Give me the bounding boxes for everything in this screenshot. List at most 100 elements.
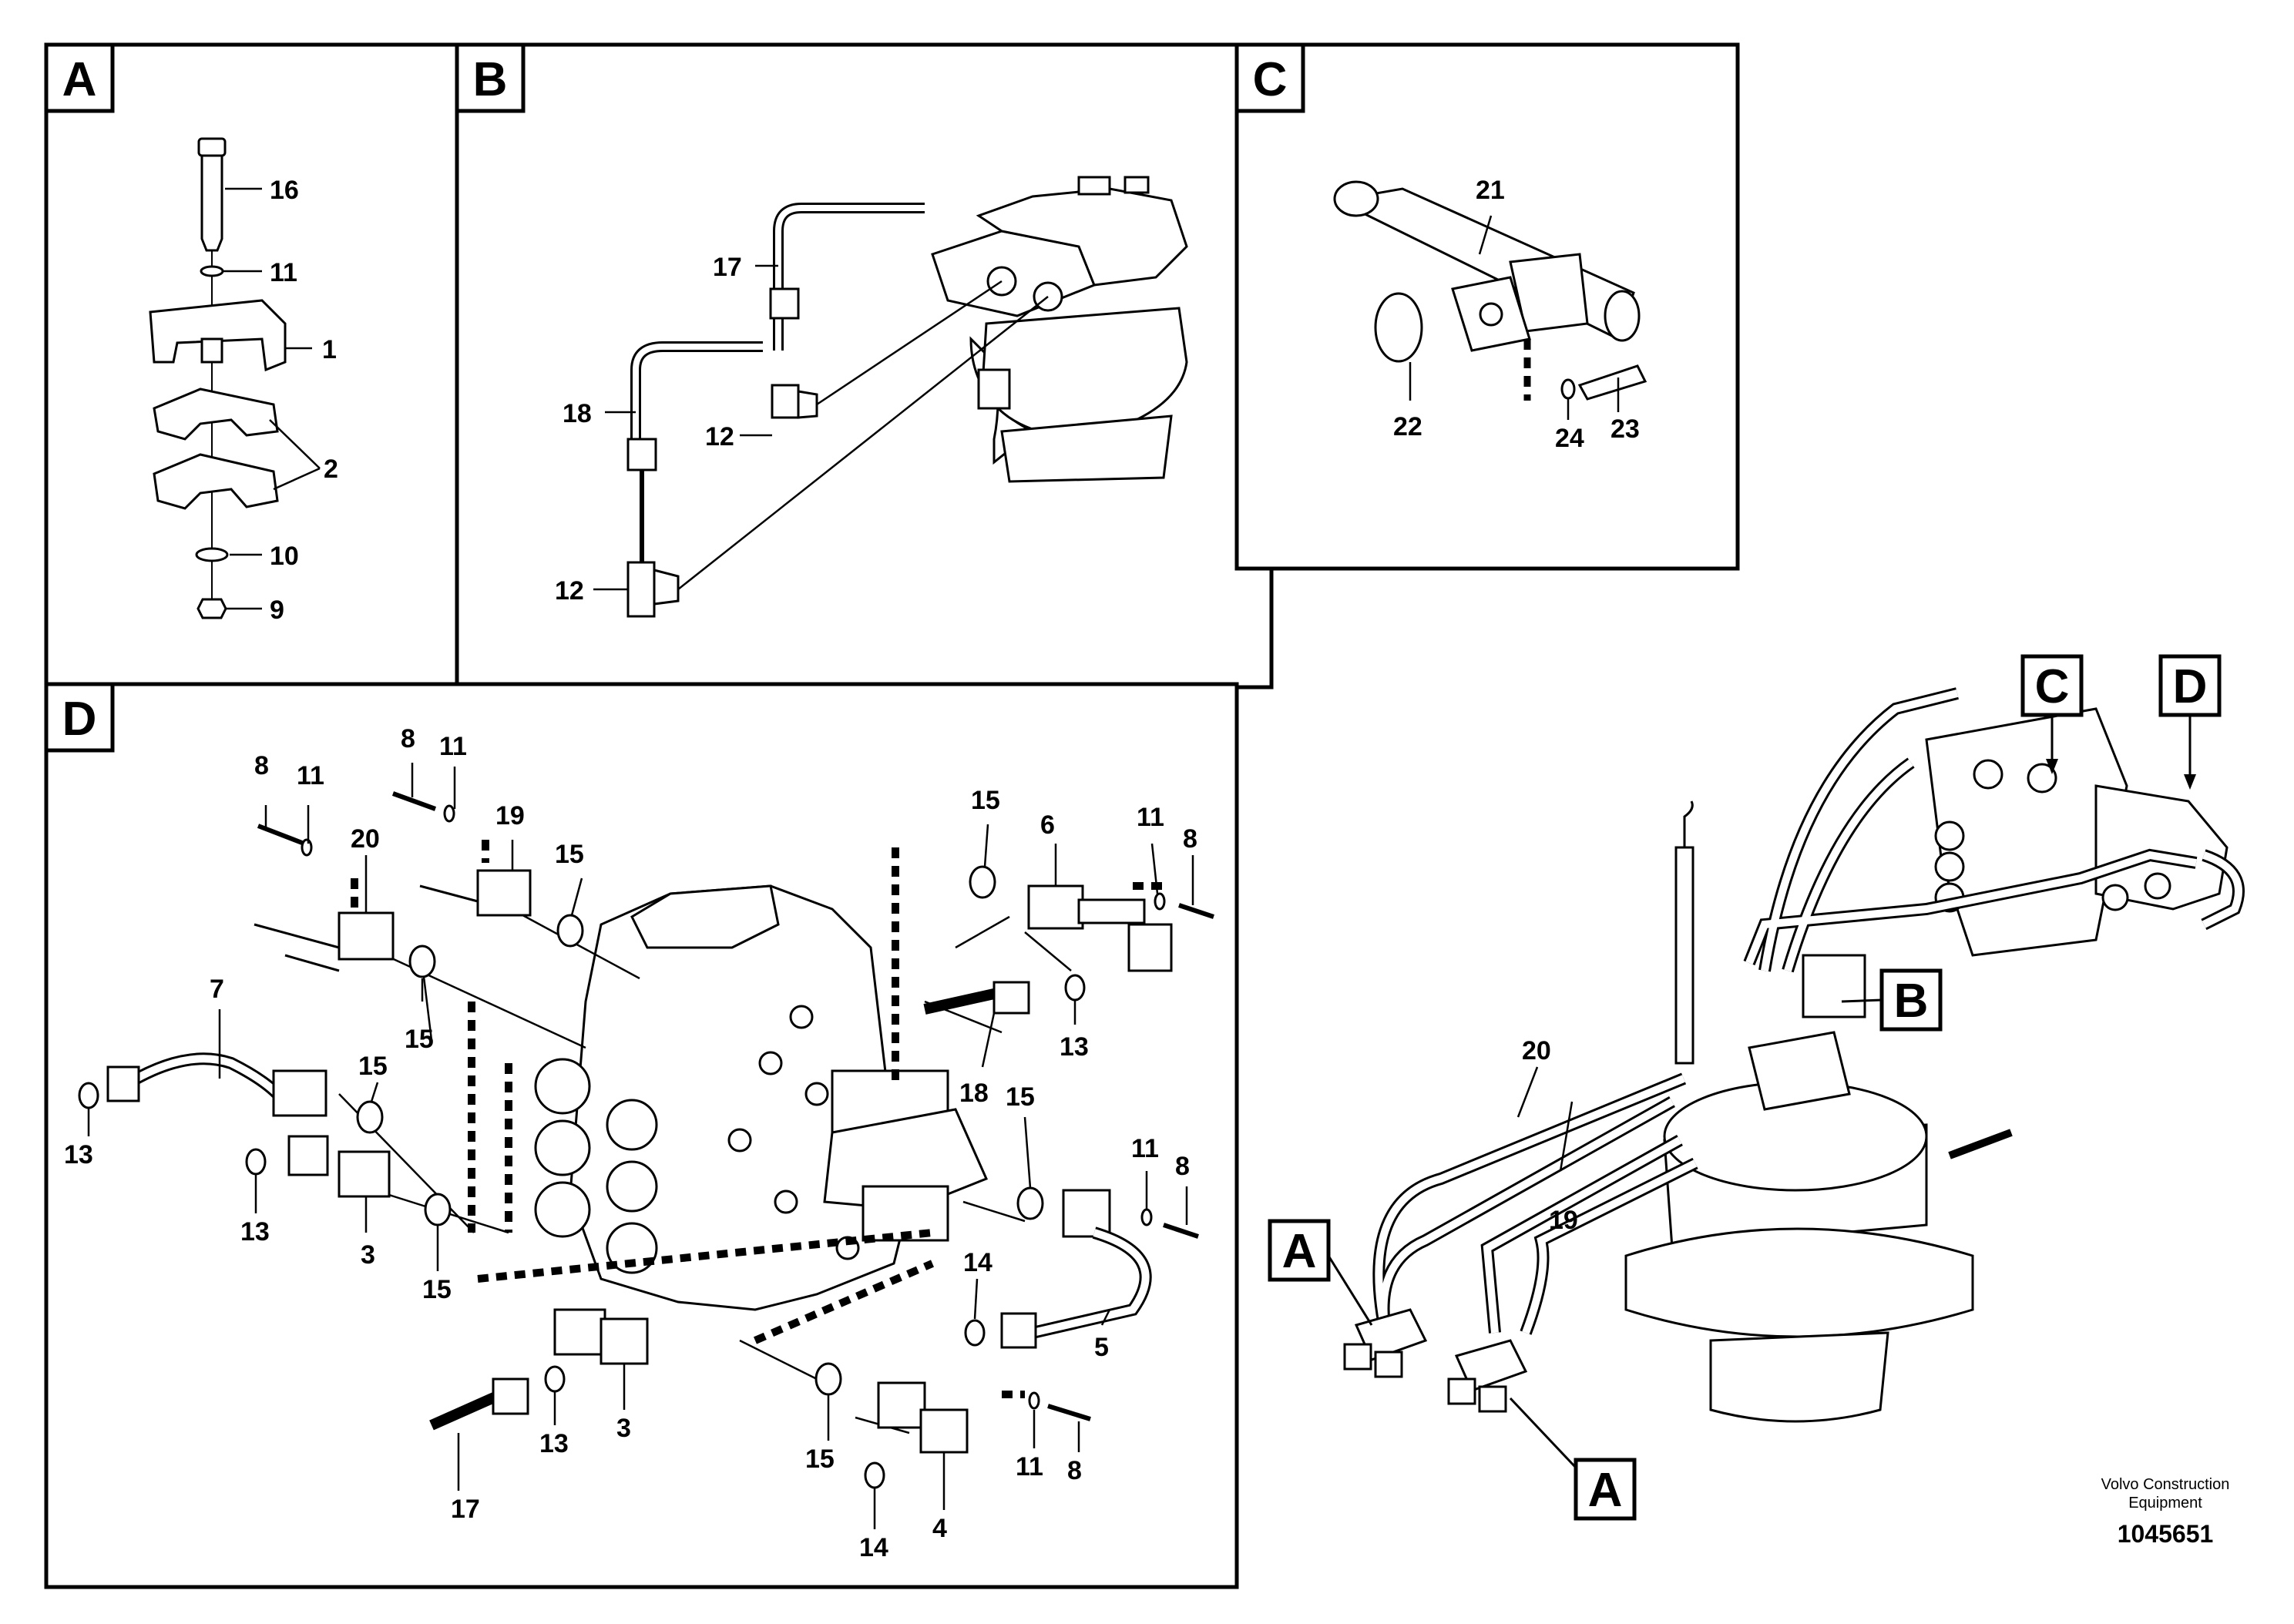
callout-a-11: 11: [270, 258, 297, 287]
overview-clamps: [1343, 1308, 1528, 1413]
callout-d-15-b: 15: [555, 840, 584, 869]
o-ring-15-c: [356, 1100, 384, 1134]
o-ring-15-b: [556, 914, 584, 948]
overview-swing-gear: [1709, 1331, 1889, 1423]
callout-d-20: 20: [351, 824, 380, 854]
overview-tag-b-letter: B: [1894, 975, 1929, 1028]
panel-b-drawing: [626, 176, 1188, 618]
callout-overview-20: 20: [1522, 1036, 1551, 1065]
overview-swing-motor: [1748, 1031, 1851, 1111]
overview-tag-d-letter: D: [2173, 660, 2208, 713]
overview-tag-a-lower-letter: A: [1588, 1464, 1623, 1517]
flange-6: [1027, 884, 1084, 930]
panel-a-drawing: [149, 137, 287, 619]
callout-d-8-a: 8: [254, 751, 269, 780]
o-ring-22: [1374, 292, 1423, 363]
overview-drawing: [1624, 707, 2229, 1423]
overview-tag-c-letter: C: [2035, 660, 2070, 713]
callout-d-15-e: 15: [971, 786, 1000, 815]
control-valve-block: [569, 884, 989, 1311]
overview-leaders: [1516, 1066, 1574, 1172]
callout-d-8-c: 8: [1183, 824, 1197, 854]
panel-frames: [44, 42, 1740, 1589]
overview-hoses-inner: [1375, 690, 2242, 1342]
callout-d-13-b: 13: [240, 1217, 270, 1247]
overview-callouts: 20 19: [1522, 1036, 1578, 1235]
manufacturer-label: Volvo Construction Equipment: [2101, 1476, 2230, 1512]
callout-d-19: 19: [495, 801, 525, 830]
callout-c-21: 21: [1476, 176, 1505, 205]
callout-d-18: 18: [959, 1079, 989, 1108]
callout-d-8-b: 8: [401, 724, 415, 753]
callout-d-11-b: 11: [439, 732, 467, 761]
overview-tag-a-lower: A: [1509, 1397, 1637, 1521]
callout-c-22: 22: [1393, 412, 1422, 441]
panel-d-dashed-leaders: [351, 840, 1164, 1398]
elbow-13: [287, 1135, 329, 1176]
bolt-8-c: [1178, 903, 1214, 919]
washer-11-a: [301, 838, 313, 857]
callout-d-11-a: 11: [297, 761, 324, 790]
bolt-8-e: [1047, 1404, 1091, 1421]
panel-c-leaders: [1409, 215, 1620, 420]
callout-d-15-f: 15: [1006, 1082, 1035, 1112]
washer-10: [195, 547, 229, 562]
flange-4: [877, 1381, 926, 1429]
callout-d-7: 7: [210, 975, 224, 1004]
washer-11: [200, 265, 224, 277]
washer-11-d: [1140, 1208, 1153, 1226]
washer-11-e: [1028, 1391, 1040, 1410]
panel-c-drawing: [1333, 180, 1647, 401]
o-ring-15-d: [424, 1193, 452, 1226]
callout-d-5: 5: [1094, 1333, 1109, 1362]
o-ring-15-f: [1016, 1186, 1044, 1220]
bolt-23: [1577, 364, 1647, 401]
callout-d-6: 6: [1040, 810, 1055, 840]
panel-d-letter: D: [62, 693, 97, 746]
callout-a-1: 1: [322, 335, 337, 364]
callout-d-8-d: 8: [1175, 1152, 1190, 1181]
callout-b-12-upper: 12: [705, 422, 734, 451]
callout-d-13-d: 13: [539, 1429, 569, 1458]
motor-side-block: [977, 368, 1011, 410]
panel-b-tag: B: [455, 42, 526, 113]
flange-20: [338, 911, 395, 961]
overview-tag-b: B: [1841, 968, 1943, 1032]
callout-d-4: 4: [932, 1514, 947, 1543]
clamp-half-2b: [153, 453, 279, 510]
bolt-8-a: [257, 824, 304, 845]
o-ring-15-g: [814, 1362, 842, 1396]
drawing-id: 1045651: [2117, 1520, 2214, 1548]
overview-swing-flange: [1624, 1227, 1974, 1338]
o-ring-13-a: [78, 1082, 99, 1109]
callout-d-13-c: 13: [1060, 1032, 1089, 1062]
callout-d-14-b: 14: [859, 1533, 888, 1562]
callout-d-11-c: 11: [1137, 803, 1164, 832]
o-ring-14-a: [964, 1319, 986, 1347]
clamp-half-2a: [153, 388, 279, 441]
callout-b-17: 17: [713, 253, 742, 282]
callout-d-17: 17: [451, 1495, 480, 1524]
hose-18: [923, 988, 996, 1015]
callout-c-23: 23: [1611, 414, 1640, 444]
bolt-16: [200, 145, 223, 252]
panel-d-tag: D: [44, 682, 115, 753]
panel-a-letter: A: [62, 53, 97, 106]
drawing-footer: Volvo Construction Equipment 1045651: [2065, 1475, 2265, 1549]
o-ring-15-a: [408, 945, 436, 978]
clamp-top-1: [149, 299, 287, 372]
panel-d-fittings: [78, 791, 1214, 1489]
flange-19: [476, 869, 532, 917]
flange-3-b: [553, 1308, 606, 1356]
o-ring-13-c: [1064, 974, 1086, 1002]
bolt-8-b: [391, 791, 437, 811]
nut-9: [196, 598, 227, 619]
overview-swivel-rod: [1674, 846, 1694, 1065]
callout-d-3-b: 3: [616, 1414, 631, 1443]
bolt-8-d: [1163, 1223, 1199, 1239]
callout-overview-19: 19: [1549, 1206, 1578, 1235]
callout-d-15-a: 15: [405, 1025, 434, 1054]
panel-c-letter: C: [1253, 53, 1288, 106]
callout-d-13-a: 13: [64, 1140, 93, 1169]
panel-b-leaders: [593, 264, 1049, 591]
